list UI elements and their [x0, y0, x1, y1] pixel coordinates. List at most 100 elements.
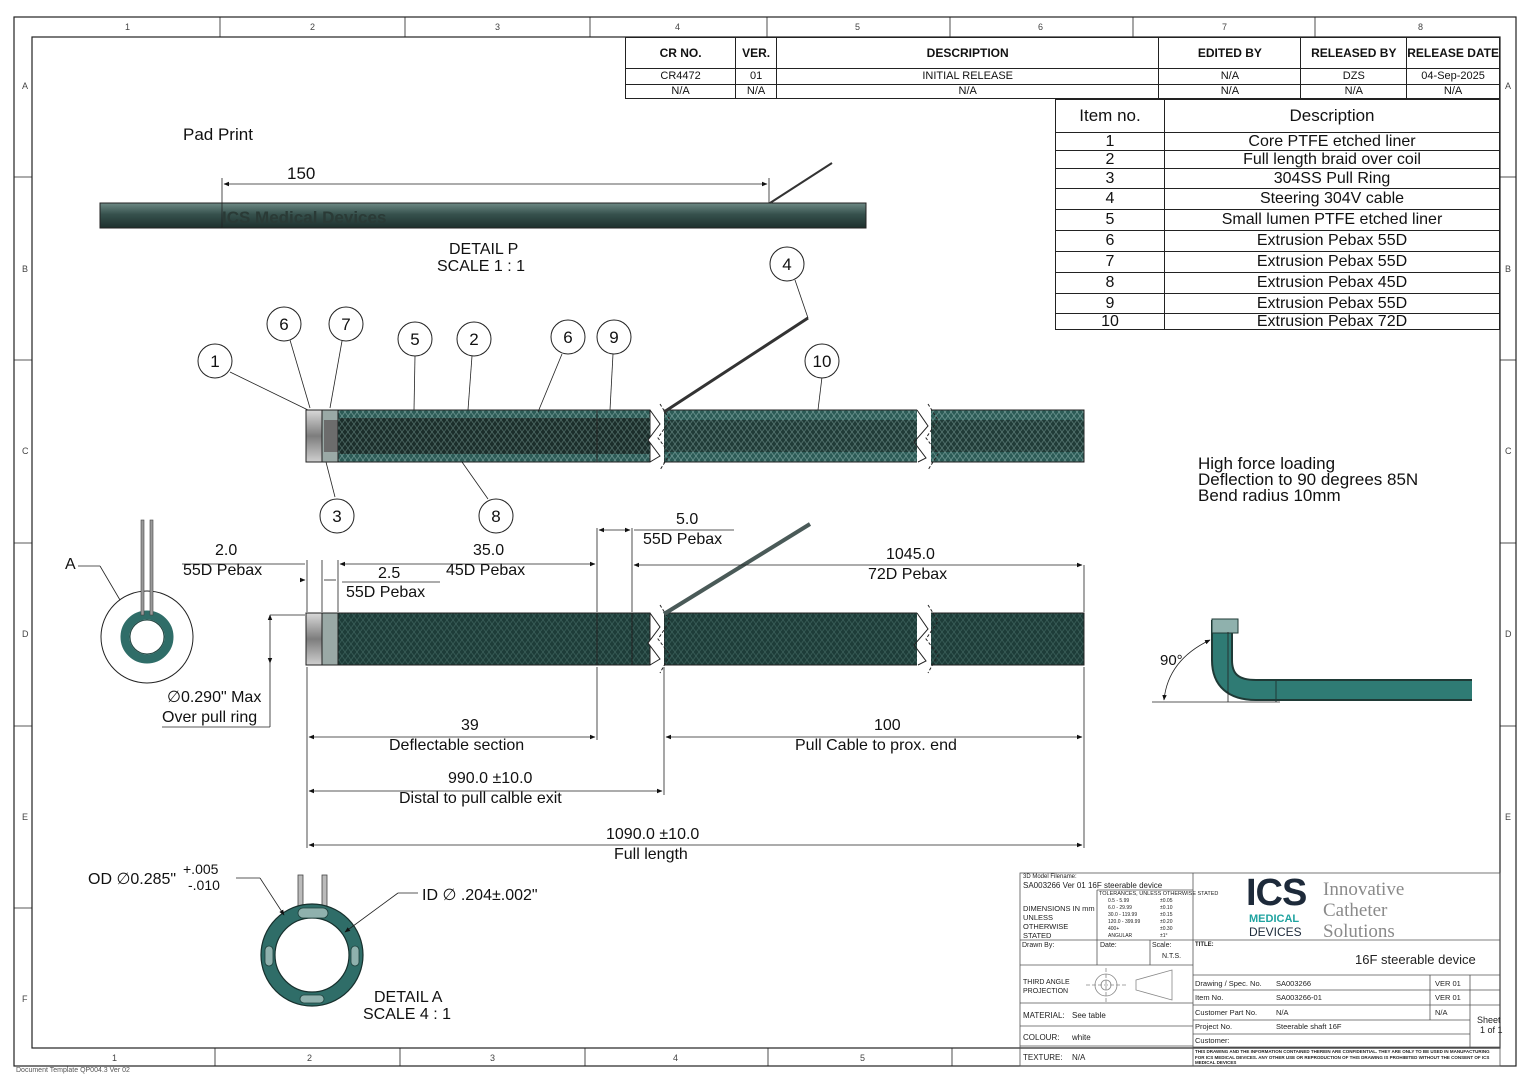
rev-cell: N/A: [775, 83, 1160, 100]
bom-item-number: 7: [1055, 251, 1165, 273]
balloon-circle: [804, 343, 840, 379]
dim-value: 39: [461, 717, 479, 734]
balloon-circle: [397, 321, 433, 357]
section-a-view: [78, 519, 194, 684]
zone-label: D: [1505, 629, 1512, 639]
date-label: Date:: [1100, 942, 1117, 949]
zone-label: B: [1505, 264, 1512, 274]
loading-notes: High force loading Deflection to 90 degr…: [1198, 455, 1419, 504]
rev-cell: DZS: [1300, 67, 1408, 85]
zone-label: 1: [112, 1053, 118, 1063]
confidentiality-notice: THIS DRAWING AND THE INFORMATION CONTAIN…: [1195, 1049, 1490, 1065]
logo-devices: DEVICES: [1249, 925, 1302, 939]
balloon-circle: [550, 319, 586, 355]
zone-label: 2: [310, 22, 316, 32]
pull-ring-diameter: ∅0.290" Max: [167, 689, 262, 706]
rev-header-release-date: RELEASE DATE: [1406, 37, 1500, 69]
bom-item-description: Small lumen PTFE etched liner: [1164, 209, 1500, 231]
rev-cell: N/A: [1406, 83, 1500, 100]
field-version: VER 01: [1435, 979, 1461, 988]
balloon-label: 10: [813, 352, 832, 371]
bom-header-description: Description: [1164, 99, 1500, 133]
field-label: Project No.: [1195, 1022, 1233, 1031]
pull-ring-note: Over pull ring: [162, 709, 258, 726]
dim-value: 2.0: [215, 542, 238, 559]
logo-medical: MEDICAL: [1249, 913, 1300, 925]
detail-a-id: ID ∅ .204±.002": [422, 887, 538, 904]
tolerance-range: 120.0 - 399.99: [1108, 919, 1141, 925]
zone-label: 5: [860, 1053, 866, 1063]
note-line: Deflection to 90 degrees 85N: [1198, 470, 1419, 489]
tagline: Solutions: [1323, 921, 1395, 942]
material-label: MATERIAL:: [1023, 1011, 1065, 1020]
rev-cell: N/A: [1158, 83, 1302, 100]
bend-angle: 90°: [1160, 652, 1183, 669]
revision-table: CR NO. VER. DESCRIPTION EDITED BY RELEAS…: [624, 37, 1500, 100]
bom-item-description: Steering 304V cable: [1164, 188, 1500, 210]
rev-header-description: DESCRIPTION: [775, 37, 1160, 69]
zone-label: F: [22, 994, 28, 1004]
zone-label: 1: [125, 22, 131, 32]
bom-item-number: 8: [1055, 272, 1165, 294]
zone-label: 3: [495, 22, 501, 32]
zone-label: A: [22, 81, 29, 91]
balloon-leaders: [229, 279, 823, 500]
bend-diagram: [1152, 618, 1472, 703]
pad-print-text: ICS Medical Devices: [222, 208, 387, 227]
bom-item-description: Extrusion Pebax 45D: [1164, 272, 1500, 294]
title-block-frame: [1019, 872, 1501, 1067]
scale-label: Scale:: [1152, 942, 1172, 949]
bom-header-item: Item no.: [1055, 99, 1165, 133]
scale-value: N.T.S.: [1162, 953, 1182, 960]
bom-item-number: 5: [1055, 209, 1165, 231]
zone-label: 7: [1222, 22, 1228, 32]
balloon-circle: [769, 246, 805, 282]
dim-material: 55D Pebax: [643, 531, 723, 548]
dim-label: Deflectable section: [389, 737, 525, 754]
dim-material: 55D Pebax: [346, 584, 426, 601]
balloon-label: 4: [782, 255, 791, 274]
rev-header-ver: VER.: [735, 37, 777, 69]
drawing-title: 16F steerable device: [1355, 952, 1476, 967]
balloon-label: 2: [469, 330, 478, 349]
bom-item-number: 6: [1055, 230, 1165, 252]
bom-item-description: Extrusion Pebax 55D: [1164, 293, 1500, 314]
bom-item-number: 9: [1055, 293, 1165, 314]
rev-cell: 04-Sep-2025: [1406, 67, 1500, 85]
bom-item-description: Core PTFE etched liner: [1164, 132, 1500, 151]
dimension-lines: [162, 527, 1085, 848]
dim-value: 35.0: [473, 542, 505, 559]
bom-item-description: Extrusion Pebax 72D: [1164, 313, 1500, 330]
zone-label: A: [1505, 81, 1512, 91]
pad-print-label: Pad Print: [183, 125, 253, 144]
dim-label: Pull Cable to prox. end: [795, 737, 957, 754]
bom-item-number: 3: [1055, 168, 1165, 189]
rev-cell: CR4472: [624, 67, 737, 85]
rev-header-released-by: RELEASED BY: [1300, 37, 1408, 69]
balloon-label: 1: [210, 352, 219, 371]
balloon-label: 8: [491, 507, 500, 526]
zone-label: 6: [1038, 22, 1044, 32]
tolerance-value: ±0.20: [1160, 919, 1173, 925]
tolerance-range: 0.5 - 5.99: [1108, 898, 1130, 904]
tolerance-range: 400+: [1108, 926, 1120, 932]
detail-a-title: DETAIL A: [374, 989, 443, 1006]
field-label: Customer Part No.: [1195, 1008, 1258, 1017]
balloon-circle: [319, 498, 355, 534]
detail-p-scale: SCALE 1 : 1: [437, 258, 526, 275]
zone-label: 8: [1418, 22, 1424, 32]
rev-cell: N/A: [624, 83, 737, 100]
field-value: Steerable shaft 16F: [1276, 1022, 1342, 1031]
dim-value: 2.5: [378, 565, 401, 582]
rev-cell: N/A: [1300, 83, 1408, 100]
zone-label: E: [22, 812, 29, 822]
dim-value: 1090.0 ±10.0: [606, 826, 700, 843]
tolerance-value: ±0.05: [1160, 898, 1173, 904]
